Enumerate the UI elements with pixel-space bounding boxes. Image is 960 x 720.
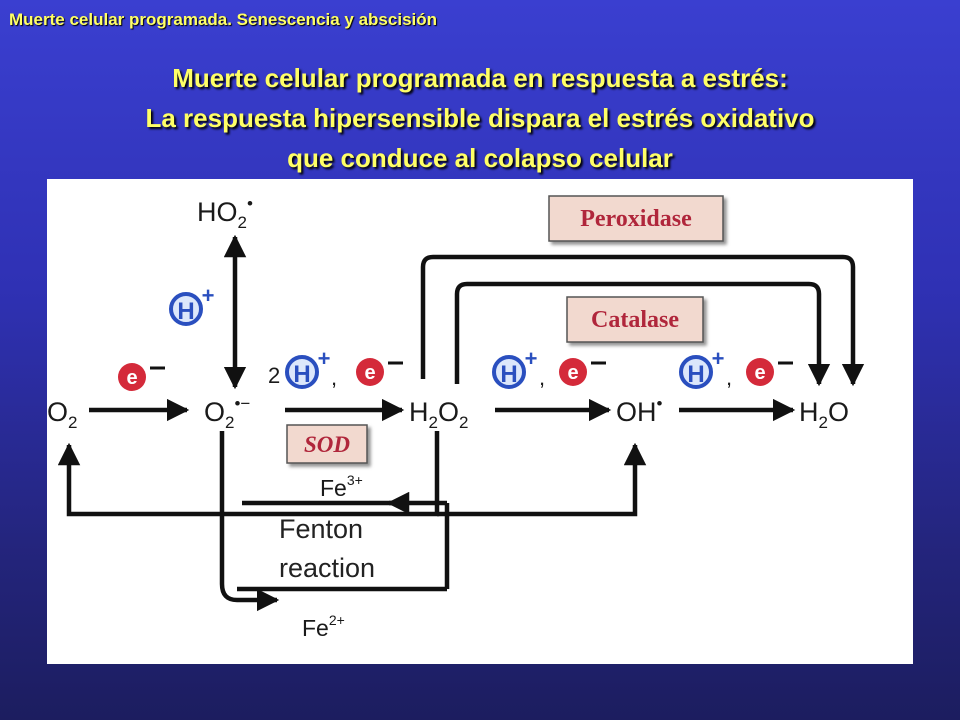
species-hydroperoxyl: HO2• <box>197 194 253 232</box>
proton-badge-vertical: H + <box>169 283 215 326</box>
species-hydroxyl: OH• <box>616 394 663 427</box>
svg-text:e: e <box>364 362 375 384</box>
title-line-1: Muerte celular programada en respuesta a… <box>172 63 788 93</box>
arrow-to-o2-regeneration <box>57 431 440 517</box>
reaction-arrows <box>57 234 865 612</box>
arrow-catalase-loop <box>454 281 831 387</box>
svg-text:+: + <box>202 283 215 308</box>
label-fe3: Fe3+ <box>320 472 363 501</box>
catalase-label: Catalase <box>591 307 679 333</box>
fenton-line-2: reaction <box>279 553 375 583</box>
slide-header: Muerte celular programada. Senescencia y… <box>9 10 438 29</box>
species-water: H2O <box>799 397 849 432</box>
svg-text:H: H <box>500 361 517 388</box>
species-superoxide: O2•− <box>204 394 250 432</box>
oxidative-stress-diagram: O2 O2•− HO2• H2O2 OH• H2O Fe3+ Fe2+ Fent… <box>47 179 913 664</box>
peroxidase-box: Peroxidase <box>548 195 724 242</box>
svg-text:,: , <box>726 365 732 390</box>
arrow-to-hydroxyl-fenton <box>437 442 647 517</box>
reactant-group-3: H + , e <box>492 346 606 390</box>
slide-title: Muerte celular programada en respuesta a… <box>0 58 960 178</box>
svg-text:e: e <box>567 362 578 384</box>
arrow-to-fe2 <box>219 431 280 612</box>
diagram-canvas: O2 O2•− HO2• H2O2 OH• H2O Fe3+ Fe2+ Fent… <box>47 194 865 641</box>
arrow-peroxidase-loop <box>420 254 865 387</box>
title-line-2: La respuesta hipersensible dispara el es… <box>145 103 815 133</box>
title-line-3: que conduce al colapso celular <box>287 143 673 173</box>
fenton-line-1: Fenton <box>279 514 363 544</box>
label-fe2: Fe2+ <box>302 612 345 641</box>
species-h2o2: H2O2 <box>409 397 468 432</box>
svg-text:,: , <box>331 365 337 390</box>
svg-text:+: + <box>318 346 331 371</box>
svg-text:+: + <box>712 346 725 371</box>
sod-box: SOD <box>286 424 368 464</box>
svg-text:H: H <box>687 361 704 388</box>
reactant-group-4: H + , e <box>679 346 793 390</box>
reactant-group-2: 2 H + , e <box>268 346 403 390</box>
svg-text:e: e <box>754 362 765 384</box>
coefficient-two: 2 <box>268 363 280 388</box>
catalase-box: Catalase <box>566 296 704 343</box>
peroxidase-label: Peroxidase <box>580 206 692 232</box>
svg-text:+: + <box>525 346 538 371</box>
svg-text:e: e <box>126 367 137 389</box>
species-o2: O2 <box>47 397 77 432</box>
svg-text:H: H <box>293 361 310 388</box>
svg-text:,: , <box>539 365 545 390</box>
svg-text:H: H <box>177 298 194 325</box>
sod-label: SOD <box>304 432 350 457</box>
electron-badge-1: e <box>118 363 165 391</box>
